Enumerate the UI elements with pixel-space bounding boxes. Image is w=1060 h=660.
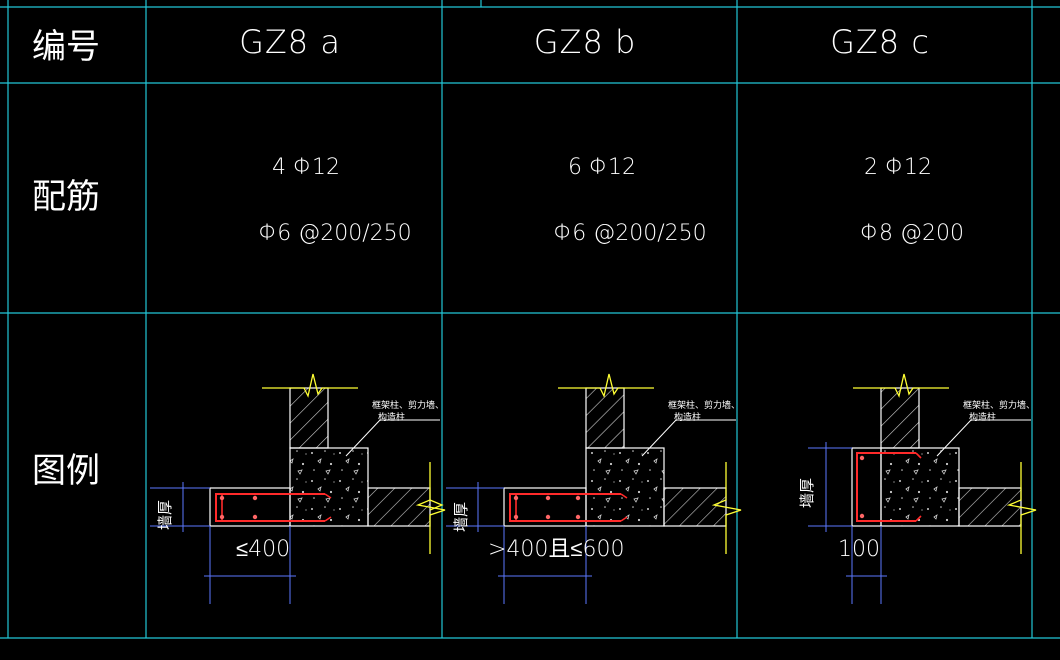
break-line-top [262, 373, 358, 398]
rebar-stirrup [215, 493, 325, 522]
rebar-bar [219, 495, 225, 501]
rebar-bar [513, 495, 519, 501]
note-line-2: 构造柱 [378, 411, 405, 423]
detail-a: 框架柱、剪力墙、 构造柱 墙厚 ≤400 [150, 373, 446, 604]
note-line-1: 框架柱、剪力墙、 [668, 399, 740, 411]
dimension-label: 100 [838, 537, 880, 562]
rebar-bar [219, 514, 225, 520]
row-header-rebar: 配筋 [32, 177, 100, 217]
column-code-a: GZ8 a [239, 23, 341, 61]
upper-wall [585, 387, 625, 449]
break-line-right [1006, 462, 1037, 554]
right-wall [663, 487, 727, 527]
concrete-column [880, 447, 960, 527]
rebar-bar [513, 514, 519, 520]
detail-c: 框架柱、剪力墙、 构造柱 墙厚 100 [798, 373, 1037, 604]
wall-thickness-label: 墙厚 [452, 502, 470, 532]
upper-wall [289, 387, 329, 449]
detail-b: 框架柱、剪力墙、 构造柱 墙厚 >400且≤600 [429, 373, 742, 604]
rebar-bar [252, 495, 258, 501]
constructional-column [209, 487, 291, 527]
break-line-top [853, 373, 949, 398]
table-grid [0, 0, 1060, 639]
dimension-lines [808, 442, 887, 604]
dimension-label: >400且≤600 [488, 537, 625, 562]
rebar-stirrup [856, 452, 916, 522]
rebar-bar [252, 514, 258, 520]
concrete-column [585, 447, 665, 527]
dimension-label: ≤400 [236, 537, 290, 562]
rebar-bar [545, 495, 551, 501]
rebar-hook [915, 452, 922, 522]
row-header-legend: 图例 [32, 451, 100, 491]
upper-wall [880, 387, 920, 449]
leader-line [641, 419, 736, 457]
right-wall [958, 487, 1022, 527]
concrete-column [289, 447, 369, 527]
stirrup-c: Φ8 @200 [860, 221, 964, 246]
break-line-right [711, 462, 742, 554]
constructional-column [503, 487, 587, 527]
break-line-top [558, 373, 654, 398]
main-rebar-c: 2 Φ12 [864, 155, 932, 180]
main-rebar-b: 6 Φ12 [568, 155, 636, 180]
rebar-bar [575, 495, 581, 501]
rebar-stirrup [509, 493, 621, 522]
note-line-2: 构造柱 [969, 411, 996, 423]
dimension-lines [150, 482, 296, 604]
stirrup-b: Φ6 @200/250 [553, 221, 706, 246]
constructional-column [851, 447, 882, 527]
column-code-b: GZ8 b [534, 23, 637, 61]
main-rebar-a: 4 Φ12 [272, 155, 340, 180]
note-line-1: 框架柱、剪力墙、 [963, 399, 1035, 411]
stirrup-a: Φ6 @200/250 [258, 221, 411, 246]
note-line-1: 框架柱、剪力墙、 [372, 399, 444, 411]
leader-line [345, 419, 440, 457]
wall-thickness-label: 墙厚 [798, 478, 816, 508]
row-header-id: 编号 [32, 27, 100, 67]
note-line-2: 构造柱 [674, 411, 701, 423]
leader-line [936, 419, 1031, 457]
right-wall [367, 487, 431, 527]
rebar-bar [859, 513, 865, 519]
break-line-left [429, 499, 444, 511]
rebar-bar [859, 455, 865, 461]
rebar-bar [575, 514, 581, 520]
rebar-bar [545, 514, 551, 520]
column-code-c: GZ8 c [830, 23, 930, 61]
break-line-right [415, 462, 446, 554]
dimension-lines [446, 482, 592, 604]
wall-thickness-label: 墙厚 [156, 500, 174, 530]
